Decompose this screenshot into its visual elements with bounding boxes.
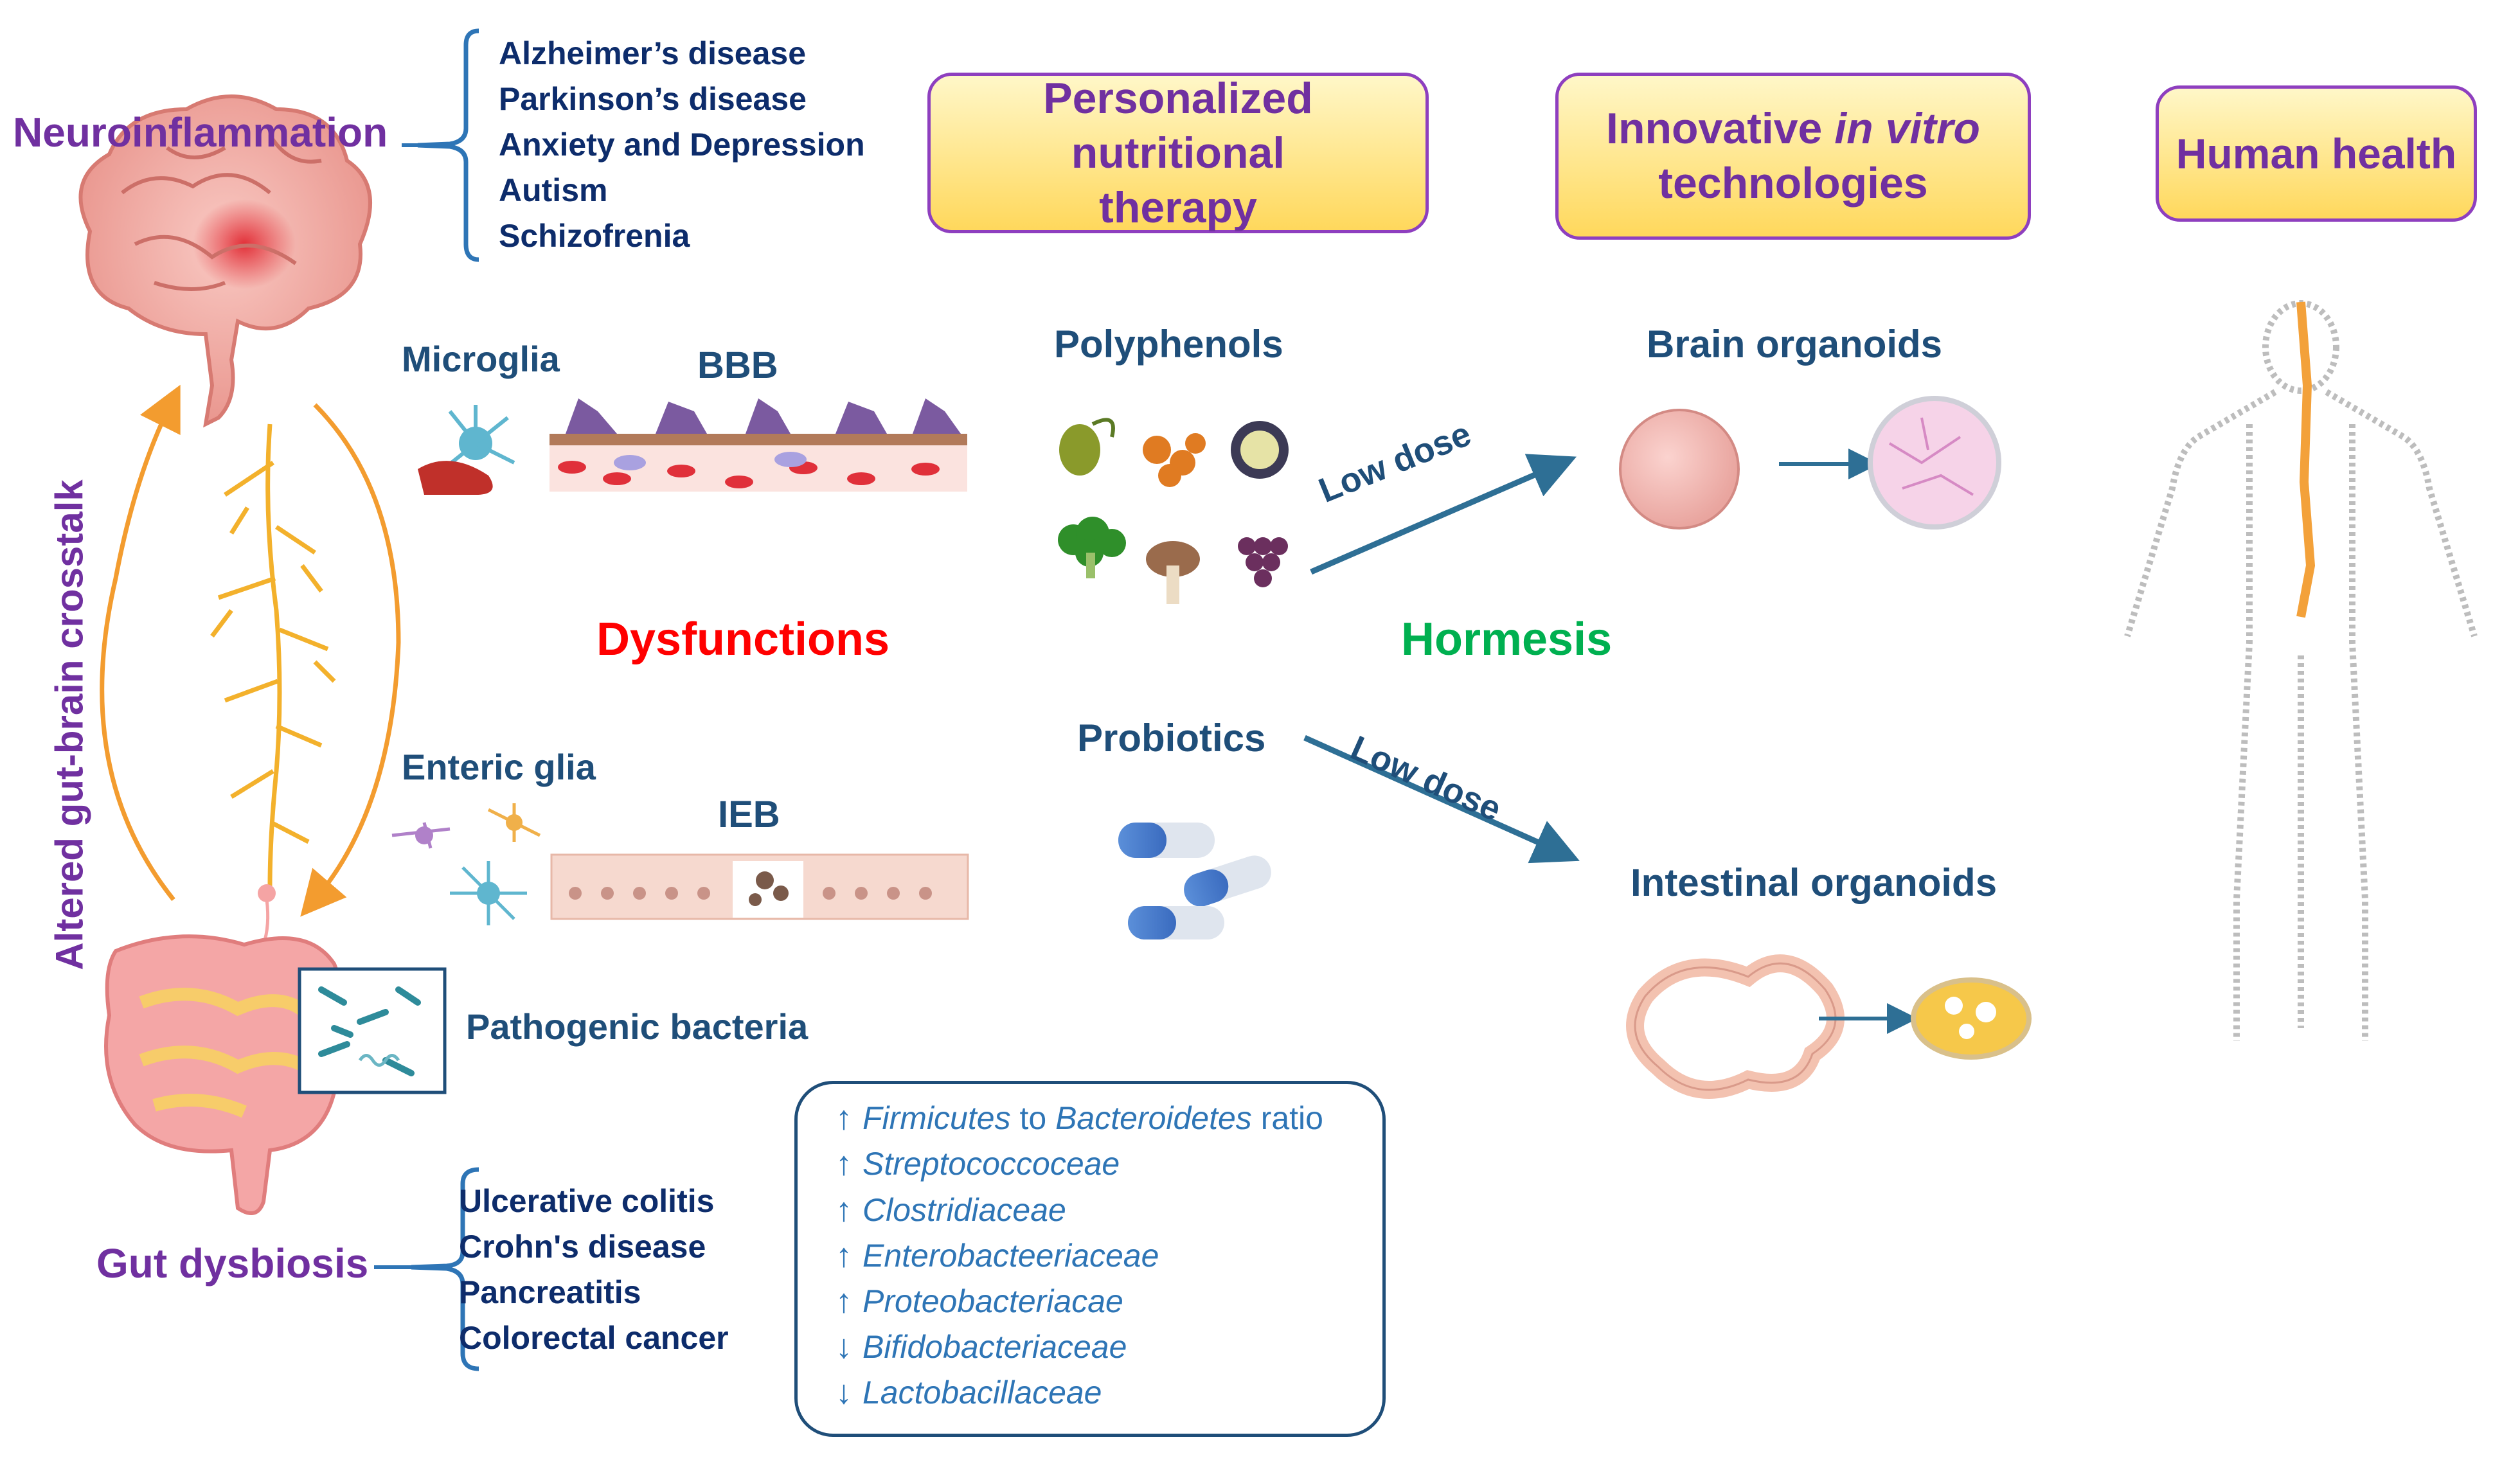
arrow-down-icon: ↓	[836, 1374, 852, 1411]
ieb-label: IEB	[718, 794, 780, 835]
taxon-name: Enterobacteeriaceae	[862, 1238, 1159, 1274]
gut-disease-item: Pancreatitis	[459, 1274, 641, 1310]
brain-disease-list: Alzheimer’s disease Parkinson’s disease …	[499, 31, 865, 259]
brain-disease-item: Schizofrenia	[499, 218, 690, 254]
arrow-down-icon: ↓	[836, 1328, 852, 1366]
low-dose-arrow-lower	[1303, 734, 1580, 864]
microbiota-row: ↑ Streptococcoceae	[833, 1141, 1120, 1187]
polyphenols-label: Polyphenols	[1054, 323, 1283, 366]
brain-disease-item: Alzheimer’s disease	[499, 35, 807, 71]
microbiota-row: ↓ Bifidobacteriaceae	[833, 1324, 1127, 1370]
gut-disease-item: Colorectal cancer	[459, 1320, 729, 1356]
enteric-glia-illustration	[391, 803, 541, 925]
microbiota-row: ↑ Firmicutes to Bacteroidetes ratio	[833, 1095, 1323, 1141]
microbiota-row: ↓ Lactobacillaceae	[833, 1369, 1102, 1416]
human-body-illustration	[2124, 300, 2478, 1041]
microbiota-row: ↑ Enterobacteeriaceae	[833, 1233, 1159, 1279]
taxon-name: Lactobacillaceae	[862, 1375, 1102, 1411]
neuroinflammation-label: Neuroinflammation	[13, 109, 388, 156]
arrow-up-icon: ↑	[836, 1145, 852, 1182]
brain-disease-item: Autism	[499, 172, 608, 208]
gut-dysbiosis-label: Gut dysbiosis	[96, 1240, 369, 1286]
brain-organoid-illustration	[1619, 396, 2001, 530]
brain-disease-brace	[417, 28, 479, 262]
microglia-label: Microglia	[402, 339, 560, 379]
spine-highlight	[2296, 301, 2316, 618]
taxon-connector: to	[1010, 1100, 1056, 1136]
polyphenol-foods-illustration	[1058, 418, 1289, 604]
taxon-name: Firmicutes	[862, 1100, 1011, 1136]
brain-illustration	[78, 94, 372, 428]
gut-disease-list: Ulcerative colitis Crohn's disease Pancr…	[459, 1179, 729, 1361]
taxon-name: Bacteroidetes	[1055, 1100, 1252, 1136]
taxon-suffix: ratio	[1251, 1100, 1323, 1136]
microbiota-row: ↑ Proteobacteriacae	[833, 1278, 1123, 1324]
innovative-technologies-box: Innovative in vitro technologies	[1555, 73, 2031, 240]
arrow-up-icon: ↑	[836, 1237, 852, 1274]
human-health-box: Human health	[2156, 85, 2477, 222]
bbb-label: BBB	[697, 344, 778, 386]
arrow-up-icon: ↑	[836, 1191, 852, 1229]
intestinal-organoids-label: Intestinal organoids	[1631, 861, 1997, 904]
hormesis-label: Hormesis	[1401, 614, 1613, 665]
innovative-pre: Innovative	[1606, 104, 1835, 153]
brain-organoids-label: Brain organoids	[1647, 323, 1943, 366]
personalized-line2: therapy	[1099, 182, 1257, 232]
brain-disease-item: Parkinson’s disease	[499, 81, 807, 117]
taxon-name: Proteobacteriacae	[862, 1283, 1123, 1319]
enteric-glia-label: Enteric glia	[402, 747, 596, 787]
taxon-name: Bifidobacteriaceae	[862, 1329, 1127, 1365]
probiotic-capsules-illustration	[1118, 823, 1271, 939]
vagus-nerve-illustration	[210, 423, 336, 887]
brain-disease-item: Anxiety and Depression	[499, 127, 865, 163]
personalized-line1: Personalized nutritional	[1043, 73, 1313, 177]
low-dose-arrow-upper	[1310, 454, 1577, 575]
innovative-italic: in vitro	[1834, 104, 1980, 153]
gut-disease-item: Ulcerative colitis	[459, 1183, 715, 1219]
pathogenic-bacteria-label: Pathogenic bacteria	[466, 1006, 809, 1047]
arrow-up-icon: ↑	[836, 1283, 852, 1320]
probiotics-label: Probiotics	[1077, 717, 1266, 760]
ieb-illustration	[550, 853, 969, 920]
bacteria-inset	[298, 967, 447, 1094]
dysfunctions-label: Dysfunctions	[596, 614, 890, 665]
microbiota-row: ↑ Clostridiaceae	[833, 1187, 1066, 1233]
innovative-line2: technologies	[1658, 159, 1928, 208]
microglia-illustration	[418, 405, 515, 495]
intestine-illustration	[104, 934, 349, 1215]
gut-disease-item: Crohn's disease	[459, 1229, 706, 1265]
intestinal-organoid-illustration	[1626, 954, 2032, 1099]
microbiota-changes-box: ↑ Firmicutes to Bacteroidetes ratio ↑ St…	[794, 1081, 1386, 1437]
crosstalk-label: Altered gut-brain crosstalk	[48, 479, 91, 970]
arrow-up-icon: ↑	[836, 1099, 852, 1137]
taxon-name: Streptococcoceae	[862, 1146, 1120, 1182]
bbb-illustration	[550, 398, 967, 492]
crosstalk-arrow-up	[100, 384, 181, 902]
taxon-name: Clostridiaceae	[862, 1192, 1066, 1228]
crosstalk-arrow-down	[300, 403, 401, 917]
human-health-label: Human health	[2176, 129, 2457, 177]
